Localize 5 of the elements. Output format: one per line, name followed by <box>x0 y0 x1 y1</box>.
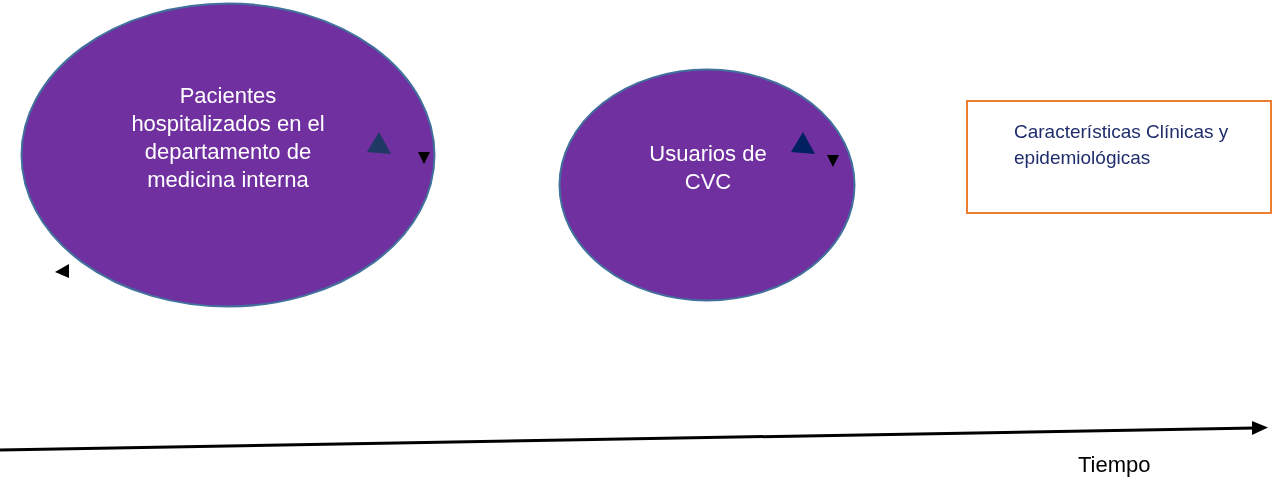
axis-label: Tiempo <box>1078 452 1151 478</box>
node-text: Usuarios de CVC <box>648 140 768 196</box>
info-box <box>966 100 1272 214</box>
node-text: Pacientes hospitalizados en el departamento de medicina interna <box>130 82 326 194</box>
node-text: Características Clínicas y epidemiológicas <box>1014 120 1230 170</box>
